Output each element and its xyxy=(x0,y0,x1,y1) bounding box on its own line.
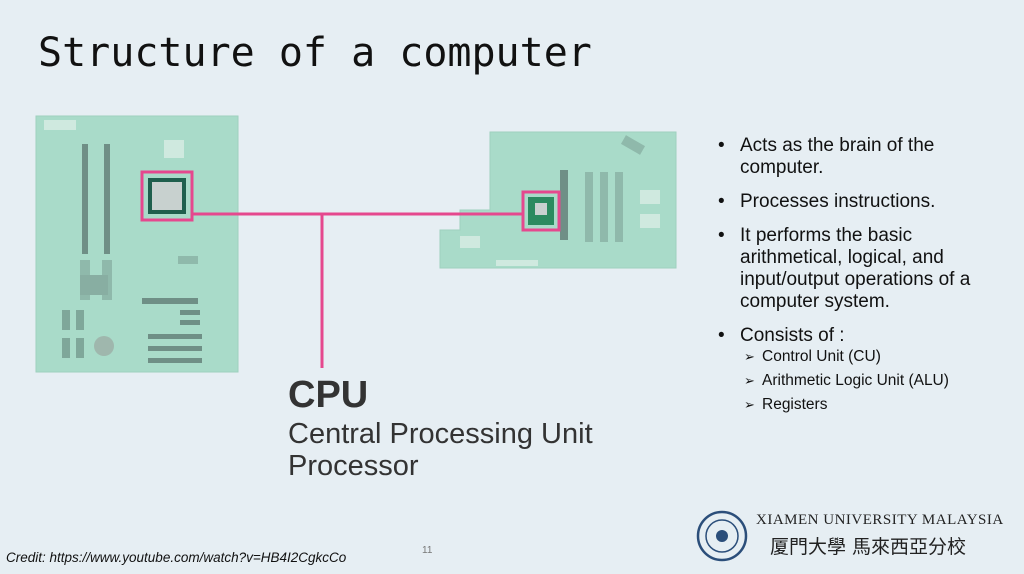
sub-bullet-item: Registers xyxy=(740,395,1006,415)
cpu-heading: CPU xyxy=(288,374,369,416)
bullet-item: Processes instructions. xyxy=(716,191,1006,213)
sub-bullet-list: Control Unit (CU) Arithmetic Logic Unit … xyxy=(740,347,1006,415)
bullet-item: Acts as the brain of the computer. xyxy=(716,135,1006,179)
university-name-en: XIAMEN UNIVERSITY MALAYSIA xyxy=(756,512,1004,528)
sub-bullet-item: Control Unit (CU) xyxy=(740,347,1006,367)
cpu-alias: Processor xyxy=(288,450,419,482)
bullet-text: Consists of : xyxy=(740,325,845,346)
credit-text: Credit: https://www.youtube.com/watch?v=… xyxy=(6,550,347,565)
bullet-item: It performs the basic arithmetical, logi… xyxy=(716,225,1006,313)
university-name-cn: 厦門大學 馬來西亞分校 xyxy=(770,536,967,558)
university-seal-icon xyxy=(696,510,748,562)
sub-bullet-item: Arithmetic Logic Unit (ALU) xyxy=(740,371,1006,391)
bullet-list: Acts as the brain of the computer. Proce… xyxy=(716,135,1006,427)
laptop-motherboard xyxy=(439,131,677,269)
cpu-fullname: Central Processing Unit xyxy=(288,418,593,450)
motherboard-illustration xyxy=(35,115,677,373)
page-number: 11 xyxy=(422,545,433,556)
desktop-motherboard xyxy=(35,115,239,373)
slide-title: Structure of a computer xyxy=(38,30,592,76)
bullet-item: Consists of : Control Unit (CU) Arithmet… xyxy=(716,325,1006,415)
